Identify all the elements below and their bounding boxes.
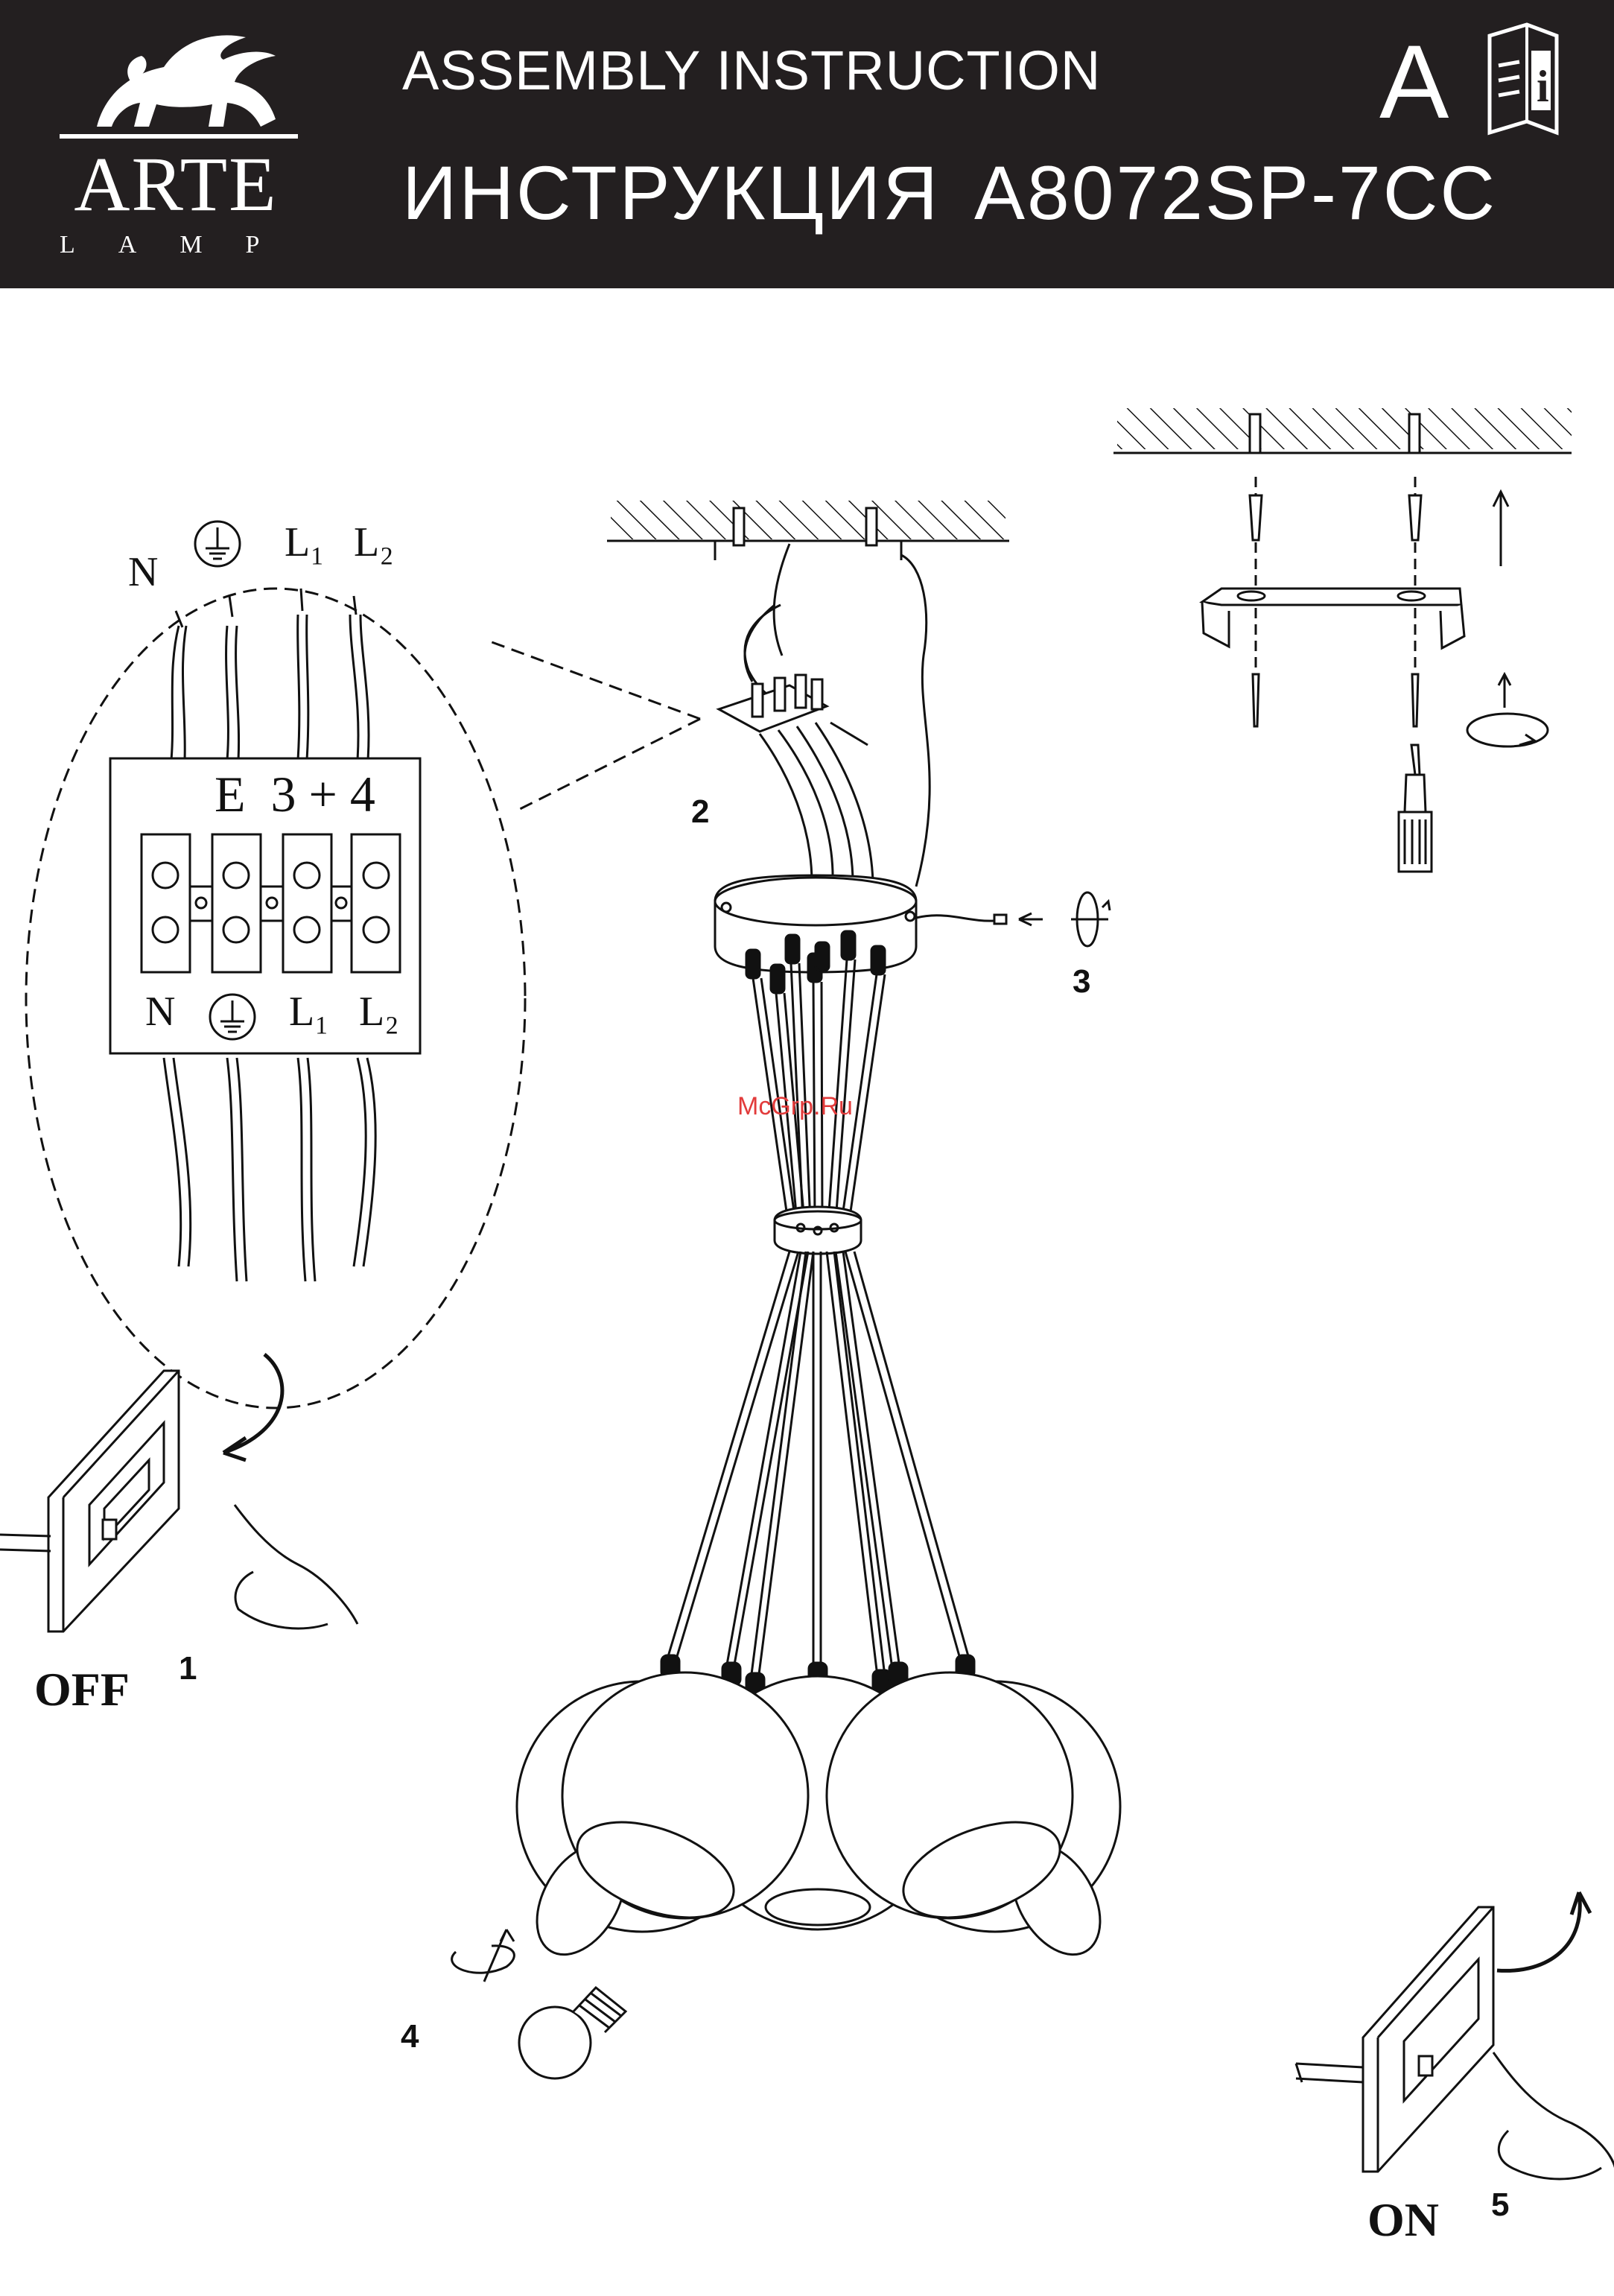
watermark-text: McGrp.Ru xyxy=(737,1092,853,1121)
ceiling-center xyxy=(607,501,1009,560)
canopy xyxy=(715,875,1110,972)
lamp-cables-upper xyxy=(760,723,873,883)
wire-label-l1: L₁ xyxy=(285,521,325,563)
pendant-rods-upper xyxy=(753,960,885,1222)
wiring-callout xyxy=(26,589,525,1408)
wall-switch-on xyxy=(1296,1892,1614,2179)
callout-leader xyxy=(488,641,700,719)
collar-ring xyxy=(775,1207,861,1254)
screwdriver-icon xyxy=(1399,745,1432,872)
step-5-label: 5 xyxy=(1491,2189,1509,2222)
switch-off-label: OFF xyxy=(34,1666,130,1713)
terminal-label-n: N xyxy=(145,991,175,1033)
terminal-block-title: E 3 + 4 xyxy=(215,769,375,819)
wire-label-n: N xyxy=(128,551,158,593)
step-3-label: 3 xyxy=(1073,965,1090,998)
step-4-label: 4 xyxy=(401,2020,419,2053)
light-bulb-icon xyxy=(452,1929,626,2078)
terminal-label-l2: L₂ xyxy=(359,991,399,1033)
callout-leader-lower xyxy=(514,719,700,812)
pendant-rods-lower xyxy=(667,1252,970,1680)
ceiling-bracket-detail xyxy=(1113,408,1572,746)
terminal-label-l1: L₁ xyxy=(289,991,329,1033)
step-2-label: 2 xyxy=(691,796,709,828)
switch-on-label: ON xyxy=(1367,2196,1439,2244)
step-1-label: 1 xyxy=(179,1652,197,1685)
wire-label-l2: L₂ xyxy=(354,521,394,563)
terminal-block xyxy=(719,675,827,732)
wall-switch-off xyxy=(0,1354,358,1631)
ground-symbol-icon xyxy=(195,521,240,566)
glass-shades xyxy=(517,1672,1120,1970)
